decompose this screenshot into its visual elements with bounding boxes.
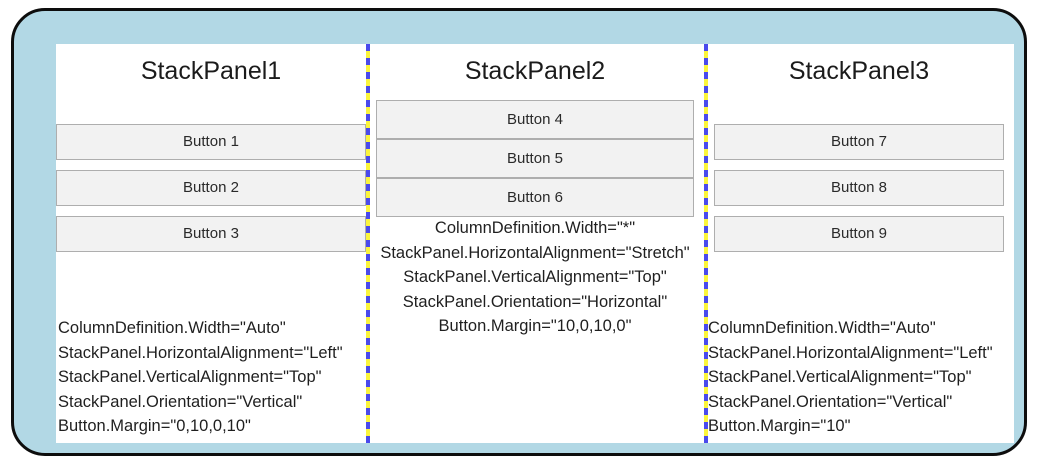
panel-1-title: StackPanel1 <box>140 57 282 85</box>
button-5[interactable]: Button 5 <box>376 139 694 178</box>
panel-1-annotation-line-2: StackPanel.HorizontalAlignment="Left" <box>58 343 343 362</box>
panel-3-title: StackPanel3 <box>788 57 930 85</box>
button-4[interactable]: Button 4 <box>376 100 694 139</box>
column-divider-right <box>704 44 708 443</box>
panel-3-annotation-line-2: StackPanel.HorizontalAlignment="Left" <box>708 343 993 362</box>
panel-1-annotation: ColumnDefinition.Width="Auto" StackPanel… <box>58 316 343 439</box>
button-1[interactable]: Button 1 <box>56 124 366 160</box>
stackpanel-2-buttons: Button 4 Button 5 Button 6 <box>366 100 704 217</box>
button-3[interactable]: Button 3 <box>56 216 366 252</box>
diagram-frame: StackPanel1 Button 1 Button 2 Button 3 C… <box>11 8 1027 456</box>
panel-1-annotation-line-1: ColumnDefinition.Width="Auto" <box>58 319 286 337</box>
panel-1-annotation-line-4: StackPanel.Orientation="Vertical" <box>58 392 303 411</box>
panel-2-annotation: ColumnDefinition.Width="*" StackPanel.Ho… <box>366 216 704 339</box>
panel-3-annotation: ColumnDefinition.Width="Auto" StackPanel… <box>708 316 993 439</box>
button-2[interactable]: Button 2 <box>56 170 366 206</box>
panel-3-annotation-line-3: StackPanel.VerticalAlignment="Top" <box>708 368 972 386</box>
stackpanel-1-column: StackPanel1 Button 1 Button 2 Button 3 C… <box>56 44 366 443</box>
panel-2-annotation-line-4: StackPanel.Orientation="Horizontal" <box>402 292 668 311</box>
button-6[interactable]: Button 6 <box>376 178 694 217</box>
panel-2-annotation-line-2: StackPanel.HorizontalAlignment="Stretch" <box>380 243 690 262</box>
panel-1-annotation-line-5: Button.Margin="0,10,0,10" <box>58 417 251 435</box>
stackpanel-2-column: StackPanel2 Button 4 Button 5 Button 6 C… <box>366 44 704 443</box>
panel-2-annotation-line-1: ColumnDefinition.Width="*" <box>434 219 636 237</box>
panel-3-annotation-line-1: ColumnDefinition.Width="Auto" <box>708 319 936 337</box>
panel-2-title: StackPanel2 <box>464 57 606 85</box>
panel-3-annotation-line-4: StackPanel.Orientation="Vertical" <box>708 392 953 411</box>
panel-3-annotation-line-5: Button.Margin="10" <box>708 417 851 435</box>
button-8[interactable]: Button 8 <box>714 170 1004 206</box>
panel-1-annotation-line-3: StackPanel.VerticalAlignment="Top" <box>58 368 322 386</box>
column-divider-left <box>366 44 370 443</box>
panel-2-annotation-line-3: StackPanel.VerticalAlignment="Top" <box>403 268 667 286</box>
stackpanel-3-buttons: Button 7 Button 8 Button 9 <box>704 114 1014 262</box>
panels-canvas: StackPanel1 Button 1 Button 2 Button 3 C… <box>56 44 1014 443</box>
stackpanel-1-buttons: Button 1 Button 2 Button 3 <box>56 114 366 262</box>
button-9[interactable]: Button 9 <box>714 216 1004 252</box>
button-7[interactable]: Button 7 <box>714 124 1004 160</box>
panel-2-annotation-line-5: Button.Margin="10,0,10,0" <box>438 317 632 335</box>
stackpanel-3-column: StackPanel3 Button 7 Button 8 Button 9 C… <box>704 44 1014 443</box>
